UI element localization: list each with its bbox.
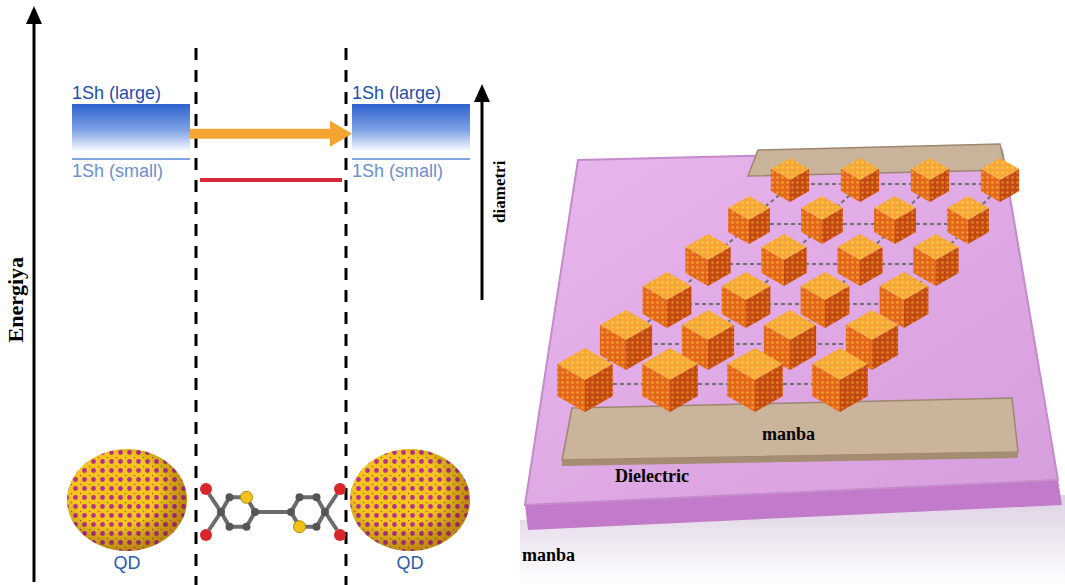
molecule-level [200,178,342,182]
nanocrystal-cube [685,234,730,286]
level-label-small: 1Sh (small) [352,160,470,182]
level-label: 1Sh (large) [352,82,470,104]
cube-texture [812,364,840,412]
nanocrystal-cube [801,196,843,244]
cube-texture [557,364,585,412]
cube-texture [860,169,879,202]
small-level-line [352,158,470,160]
axis-label: diametri [490,161,510,223]
cube-texture [761,247,784,286]
front-electrode-edge [562,452,1018,466]
cube-texture [930,169,949,202]
axis-arrowhead [474,84,490,102]
energy-band-fill [72,104,190,152]
energy-axis [33,20,36,582]
energy-band: 1Sh (large) 1Sh (small) [352,82,470,182]
cube-texture [585,364,613,412]
nanocrystal-cube [947,196,989,244]
cube-texture [825,286,849,328]
cube-texture [642,364,670,412]
nanocrystal-cube [643,272,692,328]
nanocrystal-cube [557,348,613,412]
cube-texture [840,364,868,412]
level-label: 1Sh (large) [72,82,190,104]
nanocrystal-cube [642,348,698,412]
arrowhead [330,121,352,147]
axis-label: Energiya [3,257,28,343]
nanocrystal-cube [728,196,770,244]
small-level-line [72,158,190,160]
cube-texture [872,325,898,370]
axis-arrowhead [26,6,42,24]
layer-label: Dielectric [615,466,689,487]
nanocrystal-cube [874,196,916,244]
cube-texture [670,364,698,412]
sphere-body [67,449,187,551]
cube-texture [755,364,783,412]
energy-band-fill [352,104,470,152]
sphere-body [350,449,470,551]
electrode-label: manba [762,424,815,445]
cube-texture [981,169,1000,202]
cube-texture [822,208,843,244]
nanocrystal-cube [727,348,783,412]
cube-texture [911,169,930,202]
quantum-dot: QD [345,448,475,574]
diameter-axis [481,98,484,300]
nanocrystal-cube [761,234,806,286]
cube-texture [784,247,807,286]
arrow-shaft [190,129,330,139]
cube-texture [708,247,731,286]
nanocrystal-cube [913,234,958,286]
quantum-dot-sphere [62,448,192,552]
cube-texture [895,208,916,244]
dashed-separator [345,48,348,585]
cube-texture [728,208,749,244]
cube-texture [904,286,928,328]
cube-texture [685,247,708,286]
front-electrode [562,398,1018,460]
nanocrystal-cube [722,272,771,328]
cube-texture [936,247,959,286]
cube-texture [968,208,989,244]
transfer-arrow [190,121,352,147]
dot-label: QD [62,552,192,574]
dashed-separator [195,48,198,585]
cube-texture [947,208,968,244]
cube-texture [801,208,822,244]
cube-texture [874,208,895,244]
molecule-atoms [200,483,346,541]
cube-texture [749,208,770,244]
nanocrystal-cube [981,158,1019,202]
cube-texture [771,169,790,202]
nanocrystal-cube [911,158,949,202]
quantum-dot-sphere [345,448,475,552]
cube-texture [837,247,860,286]
nanocrystal-cube [801,272,850,328]
sphere-shade [67,449,187,551]
cube-texture [790,169,809,202]
nanocrystal-cube [837,234,882,286]
energy-band: 1Sh (large) 1Sh (small) [72,82,190,182]
dielectric-slab [525,150,1058,505]
linker-molecule [209,494,337,530]
cube-texture [841,169,860,202]
nanocrystal-cube [841,158,879,202]
nanocrystal-cube [600,310,652,370]
nanocrystal-array [557,158,1019,412]
level-label-small: 1Sh (small) [72,160,190,182]
dot-label: QD [345,552,475,574]
quantum-dot: QD [62,448,192,574]
electrode-label: manba [522,545,575,566]
nanocrystal-cube [812,348,868,412]
cube-texture [860,247,883,286]
nanocrystal-cube [771,158,809,202]
cube-texture [1000,169,1019,202]
cube-texture [727,364,755,412]
sphere-shade [350,449,470,551]
cube-texture [746,286,770,328]
cube-texture [790,325,816,370]
